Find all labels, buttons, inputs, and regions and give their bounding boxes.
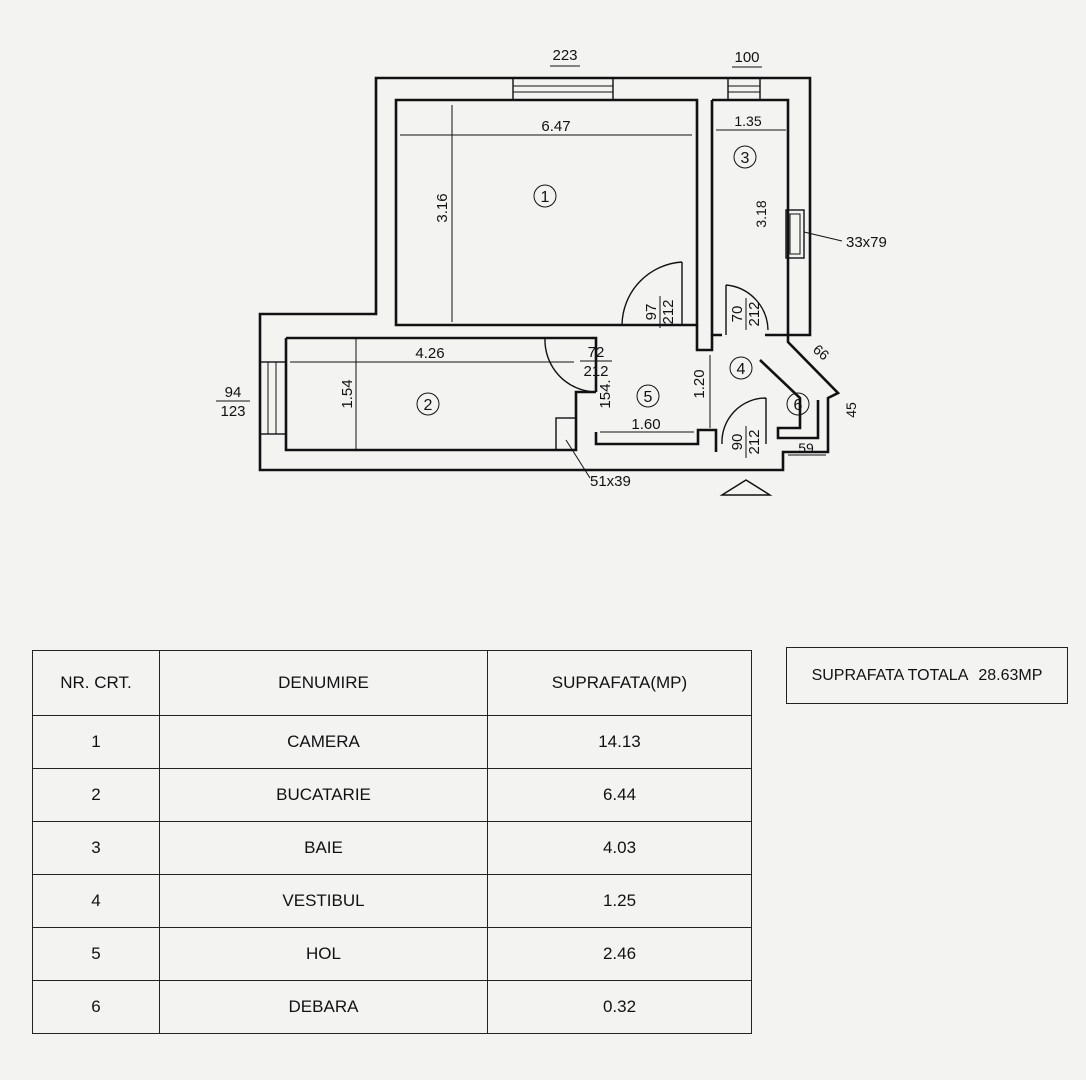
header-nr: NR. CRT.	[32, 650, 160, 716]
window-label-top-left: 223	[552, 47, 577, 64]
hol-inner-wall	[594, 325, 718, 452]
dim-camera-width: 6.47	[541, 118, 570, 135]
table-row: 2 BUCATARIE 6.44	[32, 768, 752, 822]
dim-baie-width: 1.35	[734, 113, 761, 129]
dim-debara-width: 59	[798, 440, 814, 456]
window-bucatarie	[259, 361, 287, 435]
window-label-left-bottom: 123	[220, 403, 245, 420]
cell-area: 1.25	[487, 874, 752, 928]
cell-nr: 4	[32, 874, 160, 928]
total-area-box: SUPRAFATA TOTALA 28.63MP	[786, 647, 1068, 704]
door-baie	[725, 284, 769, 335]
baie-inner-wall	[710, 98, 790, 337]
dim-bucatarie-height: 1.54	[339, 379, 356, 408]
room-number-2: 2	[416, 392, 440, 416]
entrance-arrow	[719, 479, 773, 496]
cell-name: VESTIBUL	[159, 874, 488, 928]
cell-name: BAIE	[159, 821, 488, 875]
dim-camera-height: 3.16	[434, 193, 451, 222]
cell-name: DEBARA	[159, 980, 488, 1034]
outer-wall	[258, 76, 841, 472]
svg-text:4: 4	[737, 361, 746, 378]
window-label-top-right: 100	[734, 49, 759, 66]
window-baie	[727, 77, 761, 101]
svg-text:3: 3	[741, 150, 750, 167]
room-number-1: 1	[533, 184, 557, 208]
svg-text:6: 6	[794, 397, 803, 414]
door-entrance	[721, 397, 767, 445]
cell-area: 6.44	[487, 768, 752, 822]
dim-baie-height: 3.18	[753, 200, 769, 227]
table-header-row: NR. CRT. DENUMIRE SUPRAFATA(MP)	[32, 650, 752, 716]
debara-wall	[759, 359, 820, 440]
cell-nr: 6	[32, 980, 160, 1034]
door-bucatarie-width: 72	[588, 344, 605, 361]
duct-baie	[785, 209, 805, 259]
door-bucatarie-height: 212	[583, 363, 608, 380]
cell-name: BUCATARIE	[159, 768, 488, 822]
door-camera-height: 212	[660, 299, 677, 324]
duct-bucatarie	[555, 417, 577, 451]
table-row: 5 HOL 2.46	[32, 927, 752, 981]
room-number-4: 4	[729, 356, 753, 380]
cell-name: CAMERA	[159, 715, 488, 769]
cell-area: 0.32	[487, 980, 752, 1034]
door-baie-height: 212	[746, 301, 763, 326]
dim-vestibul-height: 1.20	[691, 369, 708, 398]
dim-hol-height: 154.	[597, 379, 614, 408]
cell-area: 2.46	[487, 927, 752, 981]
window-camera	[512, 77, 614, 101]
door-camera	[621, 261, 683, 326]
table-row: 3 BAIE 4.03	[32, 821, 752, 875]
window-label-left-top: 94	[225, 384, 242, 401]
table-row: 4 VESTIBUL 1.25	[32, 874, 752, 928]
cell-name: HOL	[159, 927, 488, 981]
room-number-5: 5	[636, 384, 660, 408]
total-area-value: 28.63MP	[978, 666, 1043, 684]
dim-bucatarie-width: 4.26	[415, 345, 444, 362]
door-entrance-width: 90	[729, 434, 746, 451]
dim-debara-b: 45	[843, 402, 859, 418]
door-camera-width: 97	[643, 304, 660, 321]
door-bucatarie	[544, 337, 597, 393]
door-entrance-height: 212	[746, 429, 763, 454]
door-baie-width: 70	[729, 306, 746, 323]
room-number-6: 6	[786, 392, 810, 416]
total-area-label: SUPRAFATA TOTALA	[811, 666, 969, 684]
header-area: SUPRAFATA(MP)	[487, 650, 752, 716]
cell-nr: 3	[32, 821, 160, 875]
room-number-3: 3	[733, 145, 757, 169]
cell-nr: 1	[32, 715, 160, 769]
cell-area: 14.13	[487, 715, 752, 769]
cell-area: 4.03	[487, 821, 752, 875]
duct-bucatarie-label: 51x39	[590, 473, 631, 490]
cell-nr: 2	[32, 768, 160, 822]
cell-nr: 5	[32, 927, 160, 981]
rooms-table: NR. CRT. DENUMIRE SUPRAFATA(MP) 1 CAMERA…	[32, 650, 752, 1034]
svg-text:2: 2	[424, 397, 433, 414]
dim-hol-width: 1.60	[631, 416, 660, 433]
svg-text:1: 1	[541, 189, 550, 206]
table-row: 6 DEBARA 0.32	[32, 980, 752, 1034]
header-name: DENUMIRE	[159, 650, 488, 716]
svg-text:5: 5	[644, 389, 653, 406]
duct-baie-label: 33x79	[846, 234, 887, 251]
dim-debara-a: 66	[810, 341, 832, 363]
floor-plan: 223 100 94 123 6.47 3.16 1.35 3.18 4.26 …	[216, 47, 887, 496]
table-row: 1 CAMERA 14.13	[32, 715, 752, 769]
